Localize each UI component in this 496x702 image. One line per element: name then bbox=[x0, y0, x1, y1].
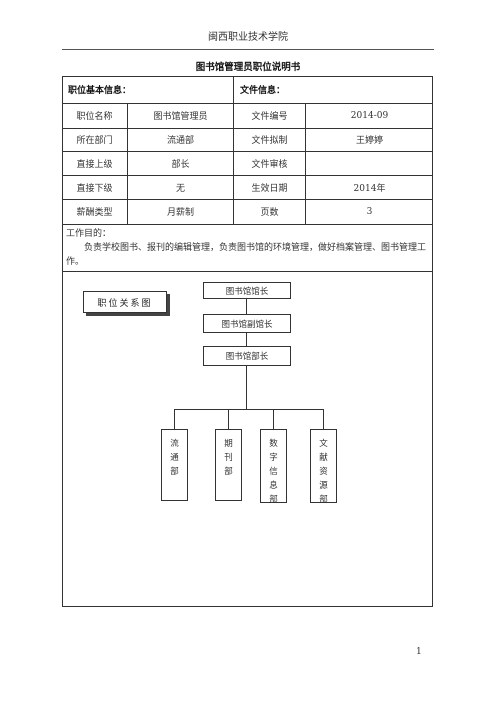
document-title: 图书馆管理员职位说明书 bbox=[195, 62, 301, 73]
table-divider bbox=[62, 224, 433, 225]
org-connector bbox=[174, 409, 175, 429]
table-column-divider bbox=[233, 76, 234, 224]
basic-info-heading: 职位基本信息： bbox=[68, 86, 132, 96]
job-description-frame bbox=[62, 76, 433, 607]
field-value: 图书馆管理员 bbox=[153, 112, 208, 122]
org-branch-line bbox=[174, 409, 324, 410]
section-divider bbox=[62, 271, 433, 272]
field-label: 职位名称 bbox=[76, 112, 113, 122]
field-value bbox=[306, 151, 433, 175]
table-divider bbox=[62, 128, 433, 129]
field-label: 页数 bbox=[260, 208, 279, 218]
field-value: 部长 bbox=[171, 159, 190, 170]
work-purpose-text: 负责学校图书、报刊的编辑管理，负责图书馆的环境管理，做好档案管理、图书管理工作。 bbox=[66, 243, 427, 267]
field-label: 文件拟制 bbox=[251, 136, 288, 146]
page-number: 1 bbox=[416, 647, 422, 657]
org-node-deputy-director: 图书馆副馆长 bbox=[203, 314, 291, 333]
work-purpose-title: 工作目的： bbox=[66, 229, 112, 239]
field-value: 2014年 bbox=[353, 183, 386, 194]
org-connector bbox=[273, 409, 274, 429]
work-purpose: 工作目的： 负责学校图书、报刊的编辑管理，负责图书馆的环境管理，做好档案管理、图… bbox=[66, 227, 428, 269]
field-label: 文件审核 bbox=[251, 159, 288, 170]
org-node-periodicals: 期刊部 bbox=[215, 429, 242, 501]
org-connector bbox=[246, 333, 247, 346]
file-info-heading: 文件信息： bbox=[240, 86, 286, 96]
table-column-divider bbox=[127, 103, 128, 224]
org-node-section-head: 图书馆部长 bbox=[203, 346, 291, 366]
field-value: 月薪制 bbox=[166, 208, 194, 218]
field-value: 无 bbox=[175, 183, 185, 194]
org-node-director: 图书馆馆长 bbox=[203, 282, 291, 299]
field-label: 所在部门 bbox=[76, 136, 113, 146]
org-node-digital-information: 数字信息部 bbox=[260, 429, 287, 505]
org-connector bbox=[228, 409, 229, 429]
field-label: 生效日期 bbox=[251, 183, 288, 194]
field-label: 直接下级 bbox=[76, 183, 113, 194]
org-connector bbox=[246, 299, 247, 314]
org-node-document-resources: 文献资源部 bbox=[310, 429, 337, 505]
table-divider bbox=[62, 103, 433, 104]
org-node-circulation: 流通部 bbox=[161, 429, 188, 501]
field-value: 王婷婷 bbox=[355, 136, 383, 146]
field-value: 流通部 bbox=[166, 136, 194, 146]
table-divider bbox=[62, 199, 433, 200]
table-divider bbox=[62, 151, 433, 152]
field-label: 直接上级 bbox=[76, 159, 113, 170]
field-label: 文件编号 bbox=[251, 112, 288, 122]
org-connector bbox=[246, 366, 247, 409]
table-divider bbox=[62, 175, 433, 176]
field-value: 2014-09 bbox=[350, 110, 389, 121]
relationship-chart-label: 职位关系图 bbox=[83, 291, 167, 313]
org-connector bbox=[323, 409, 324, 429]
page-header: 闽西职业技术学院 bbox=[62, 28, 434, 50]
field-label: 薪酬类型 bbox=[76, 208, 113, 218]
field-value: 3 bbox=[366, 206, 373, 217]
table-column-divider bbox=[305, 103, 306, 224]
